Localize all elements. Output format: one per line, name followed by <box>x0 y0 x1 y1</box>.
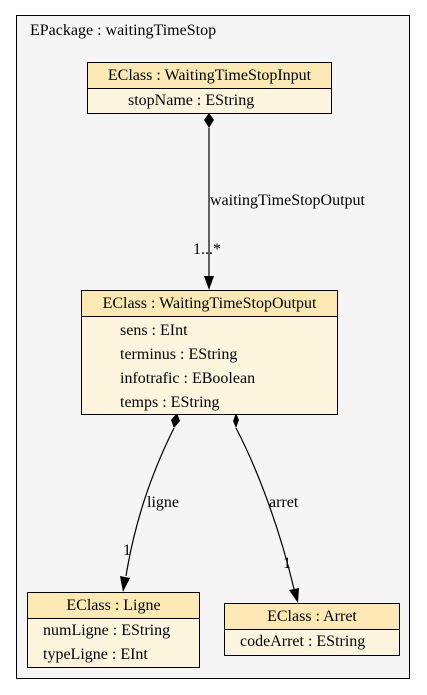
class-waitingtimestopoutput[interactable]: EClass : WaitingTimeStopOutput sens : EI… <box>81 290 338 415</box>
edge-arret <box>233 413 299 603</box>
arrowhead-icon <box>120 576 130 592</box>
multiplicity-waitingtimestopoutput: 1...* <box>193 241 221 258</box>
composition-diamond-icon <box>204 113 214 128</box>
arrowhead-icon <box>204 276 214 290</box>
attribute-row: stopName : EString <box>128 92 255 109</box>
class-arret[interactable]: EClass : Arret codeArret : EString <box>224 603 400 656</box>
edge-label-ligne: ligne <box>147 494 179 511</box>
class-ligne[interactable]: EClass : Ligne numLigne : EString typeLi… <box>27 592 200 668</box>
class-waitingtimestopinput[interactable]: EClass : WaitingTimeStopInput stopName :… <box>87 62 332 114</box>
multiplicity-ligne: 1 <box>123 542 131 559</box>
attribute-row: infotrafic : EBoolean <box>120 370 256 387</box>
edge-label-arret: arret <box>269 494 299 511</box>
composition-diamond-icon <box>171 413 180 428</box>
edge-ligne <box>120 413 180 592</box>
package-title: EPackage : waitingTimeStop <box>30 22 217 39</box>
attribute-row: codeArret : EString <box>240 633 366 650</box>
class-title: EClass : WaitingTimeStopInput <box>88 63 331 89</box>
class-title: EClass : Arret <box>225 604 399 630</box>
composition-diamond-icon <box>233 413 239 428</box>
attribute-row: typeLigne : EInt <box>43 646 148 663</box>
attribute-row: terminus : EString <box>120 346 238 363</box>
class-title: EClass : Ligne <box>28 593 199 619</box>
attribute-row: sens : EInt <box>120 322 188 339</box>
multiplicity-arret: 1 <box>283 555 291 572</box>
attribute-row: temps : EString <box>120 394 220 411</box>
class-title: EClass : WaitingTimeStopOutput <box>82 291 337 317</box>
arrowhead-icon <box>289 588 299 603</box>
attribute-row: numLigne : EString <box>43 622 171 639</box>
edge-label-waitingtimestopoutput: waitingTimeStopOutput <box>210 192 365 209</box>
edge-waitingtimestopoutput <box>204 113 214 290</box>
